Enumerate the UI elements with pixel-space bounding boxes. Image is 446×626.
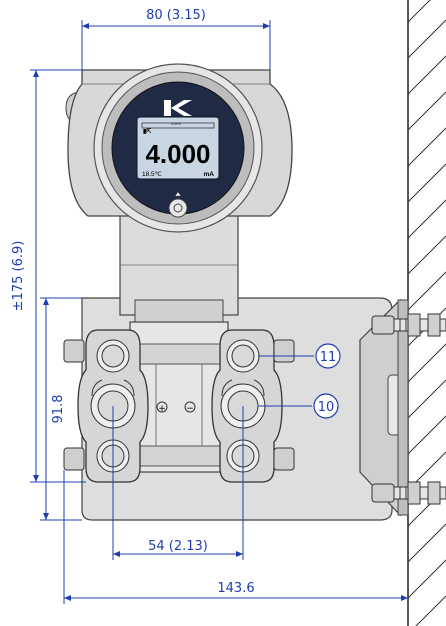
brand-logo (164, 100, 192, 116)
bracket-bolt-top (371, 313, 446, 337)
left-flange (63, 329, 149, 483)
up-arrow-icon (174, 191, 182, 197)
lcd-status-icons: ▮⇱ (143, 128, 151, 135)
right-flange (211, 329, 295, 483)
dimension-top-width (81, 20, 271, 70)
dimension-bolt-spacing-label: 54 (2.13) (148, 539, 208, 554)
lcd-unit: mA (204, 171, 215, 178)
dimension-flange-height-label: 91.8 (51, 395, 66, 424)
dimension-height-label: ±175 (6.9) (11, 241, 26, 312)
dimension-total-depth-label: 143.6 (217, 581, 254, 596)
plus-symbol: + (158, 404, 166, 414)
dimension-height (30, 69, 86, 483)
callout-10-label: 10 (318, 400, 335, 415)
lcd-value: 4.000 (145, 139, 210, 169)
bracket-bolt-bottom (371, 481, 446, 505)
dimension-bolt-spacing (112, 406, 244, 560)
dimension-total-depth (63, 470, 408, 604)
display-button (168, 198, 188, 218)
lcd-bar-percent: 0.0% (171, 121, 181, 126)
dimension-flange-height (40, 297, 82, 521)
callout-10: 10 (258, 393, 339, 419)
callout-11: 11 (258, 343, 341, 369)
lcd-display: 0.0% ▮⇱ 4.000 18.5℃ mA (136, 116, 220, 180)
lcd-temperature: 18.5℃ (142, 171, 163, 178)
electronics-housing: 0.0% ▮⇱ 4.000 18.5℃ mA (65, 63, 293, 325)
dimension-top-width-label: 80 (3.15) (146, 8, 206, 23)
minus-symbol: − (186, 404, 194, 414)
callout-11-label: 11 (320, 350, 337, 365)
mounting-wall (407, 0, 446, 626)
